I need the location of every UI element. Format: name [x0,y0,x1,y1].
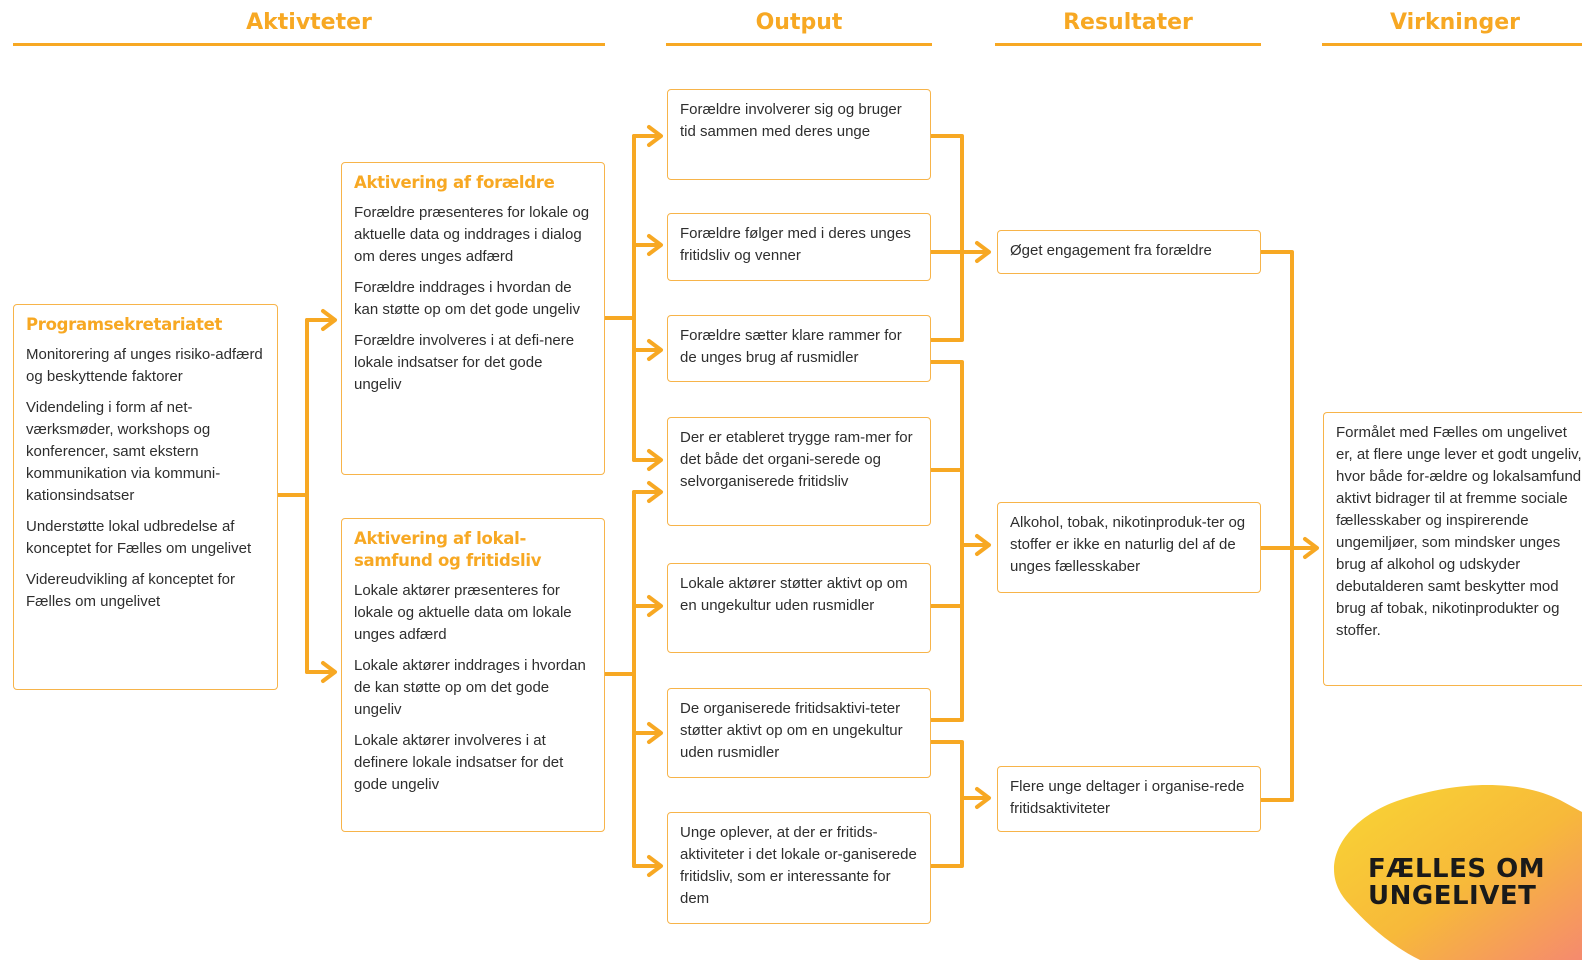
programsekretariatet-item: Videreudvikling af konceptet for Fælles … [26,571,236,610]
programsekretariatet-title: Programsekretariatet [26,315,223,334]
aktivering-lokalsamfund-title: Aktivering af lokal-samfund og fritidsli… [354,529,542,570]
resultat-text: Alkohol, tobak, nikotinproduk-ter og sto… [1010,514,1246,575]
resultat-box: Alkohol, tobak, nikotinproduk-ter og sto… [997,502,1261,593]
output-text: Forældre følger med i deres unges fritid… [680,225,911,264]
aktivering-foraeldre-box: Aktivering af forældre Forældre præsente… [341,162,605,475]
aktivering-lokalsamfund-box: Aktivering af lokal-samfund og fritidsli… [341,518,605,832]
column-header-aktiviteter: Aktivteter [13,6,605,46]
resultat-box: Øget engagement fra forældre [997,230,1261,274]
output-text: Forældre involverer sig og bruger tid sa… [680,101,902,140]
output-text: Unge oplever, at der er fritids-aktivite… [680,824,917,907]
logo: FÆLLES OM UNGELIVET [1368,856,1568,910]
output-box: Unge oplever, at der er fritids-aktivite… [667,812,931,924]
output-text: De organiserede fritidsaktivi-teter støt… [680,700,903,761]
aktivering-foraeldre-title: Aktivering af forældre [354,173,555,192]
resultat-text: Øget engagement fra forældre [1010,242,1212,259]
programsekretariatet-box: Programsekretariatet Monitorering af ung… [13,304,278,690]
output-box: Lokale aktører støtter aktivt op om en u… [667,563,931,653]
aktivering-foraeldre-item: Forældre præsenteres for lokale og aktue… [354,204,590,265]
aktivering-lokalsamfund-item: Lokale aktører inddrages i hvordan de ka… [354,657,586,718]
output-box: Forældre sætter klare rammer for de unge… [667,315,931,382]
output-box: Forældre involverer sig og bruger tid sa… [667,89,931,180]
aktivering-foraeldre-item: Forældre involveres i at defi-nere lokal… [354,332,575,393]
column-header-resultater: Resultater [995,6,1261,46]
logo-line-2: UNGELIVET [1368,881,1537,911]
output-box: De organiserede fritidsaktivi-teter støt… [667,688,931,778]
output-text: Lokale aktører støtter aktivt op om en u… [680,575,908,614]
logo-line-1: FÆLLES OM [1368,854,1546,884]
column-header-virkninger: Virkninger [1322,6,1582,46]
virkninger-text: Formålet med Fælles om ungelivet er, at … [1336,424,1582,639]
programsekretariatet-item: Monitorering af unges risiko-adfærd og b… [26,346,263,385]
output-box: Der er etableret trygge ram-mer for det … [667,417,931,526]
aktivering-lokalsamfund-item: Lokale aktører præsenteres for lokale og… [354,582,572,643]
column-header-output: Output [666,6,932,46]
output-text: Der er etableret trygge ram-mer for det … [680,429,913,490]
output-box: Forældre følger med i deres unges fritid… [667,213,931,281]
output-text: Forældre sætter klare rammer for de unge… [680,327,902,366]
resultat-text: Flere unge deltager i organise-rede frit… [1010,778,1245,817]
resultat-box: Flere unge deltager i organise-rede frit… [997,766,1261,832]
programsekretariatet-item: Understøtte lokal udbredelse af koncepte… [26,518,252,557]
aktivering-foraeldre-item: Forældre inddrages i hvordan de kan støt… [354,279,580,318]
aktivering-lokalsamfund-item: Lokale aktører involveres i at definere … [354,732,564,793]
programsekretariatet-item: Videndeling i form af net-værksmøder, wo… [26,399,221,504]
virkninger-box: Formålet med Fælles om ungelivet er, at … [1323,412,1582,686]
